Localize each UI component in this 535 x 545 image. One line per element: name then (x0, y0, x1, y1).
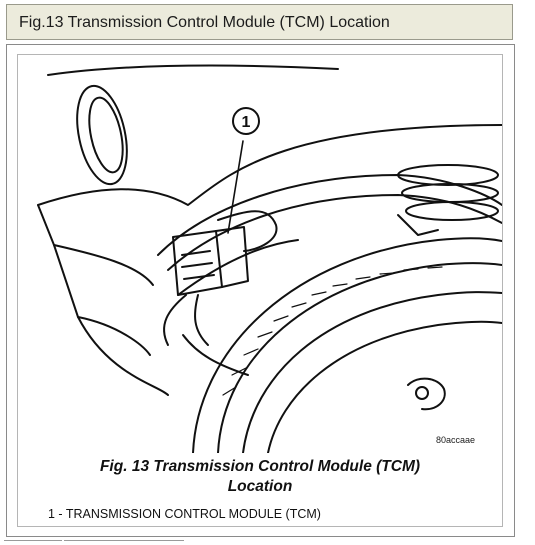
callout-leader (227, 140, 244, 234)
figure-caption: Fig. 13 Transmission Control Module (TCM… (18, 457, 502, 497)
bottom-divider-left (4, 540, 62, 545)
suspension-spring (397, 164, 499, 236)
image-code: 80accaae (436, 435, 476, 445)
callout-circle (232, 107, 260, 135)
bottom-divider-right (64, 540, 184, 545)
callout-number: 1 (242, 114, 251, 131)
wheel-arch (157, 174, 502, 256)
caption-line-2: Location (227, 478, 293, 495)
tcm-location-drawing: 1 (37, 64, 502, 453)
fender-outline (37, 124, 502, 206)
bumper-outline (37, 204, 169, 396)
tire-outline (192, 237, 502, 453)
tire-tread (222, 266, 443, 396)
legend-item: 1 - TRANSMISSION CONTROL MODULE (TCM) (48, 507, 321, 521)
caption-line-1: Fig. 13 Transmission Control Module (TCM… (99, 458, 421, 475)
wheel-hub (407, 377, 446, 411)
figure-title: Fig.13 Transmission Control Module (TCM)… (19, 14, 390, 31)
tcm-module-drawing (163, 210, 278, 346)
figure-title-bar: Fig.13 Transmission Control Module (TCM)… (6, 4, 513, 40)
figure-frame: 1 80accaae Fig. 13 Transmission Control … (17, 54, 503, 527)
figure-panel: 1 80accaae Fig. 13 Transmission Control … (6, 44, 515, 537)
headlight-outline (76, 84, 128, 186)
